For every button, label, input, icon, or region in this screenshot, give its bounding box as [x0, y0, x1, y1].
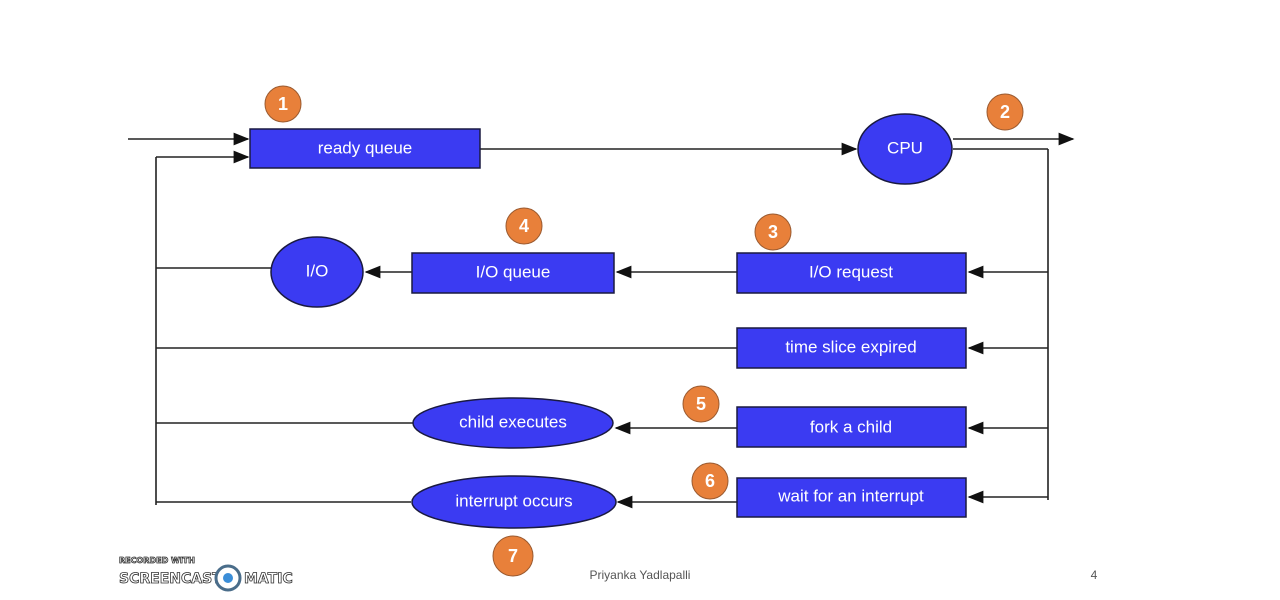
io-node: I/O: [270, 236, 364, 308]
badge-number: 6: [705, 471, 715, 491]
footer-page-number: 4: [1091, 568, 1098, 582]
badge-number: 2: [1000, 102, 1010, 122]
badge-number: 5: [696, 394, 706, 414]
cpu-node: CPU: [857, 113, 953, 185]
badge-5: 5: [682, 385, 720, 423]
ready-queue-label: ready queue: [318, 138, 413, 157]
badge-1: 1: [264, 85, 302, 123]
io-request-label: I/O request: [809, 262, 893, 281]
time-slice-label: time slice expired: [785, 337, 916, 356]
child-executes-label: child executes: [459, 412, 567, 431]
wait-interrupt-node: wait for an interrupt: [736, 477, 967, 518]
badge-4: 4: [505, 207, 543, 245]
watermark-dot-icon: [223, 573, 233, 583]
interrupt-occurs-node: interrupt occurs: [411, 475, 617, 529]
badge-7: 7: [492, 535, 534, 577]
io-label: I/O: [306, 261, 329, 280]
badge-number: 4: [519, 216, 529, 236]
time-slice-node: time slice expired: [736, 327, 967, 369]
watermark-text: RECORDED WITH: [119, 556, 195, 565]
screencast-watermark-logo: RECORDED WITH SCREENCAST MATIC: [119, 556, 293, 592]
cpu-label: CPU: [887, 138, 923, 157]
footer-author: Priyanka Yadlapalli: [590, 568, 691, 582]
io-queue-label: I/O queue: [476, 262, 551, 281]
io-queue-node: I/O queue: [411, 252, 615, 294]
interrupt-occurs-label: interrupt occurs: [455, 491, 572, 510]
badge-number: 1: [278, 94, 288, 114]
badge-number: 7: [508, 546, 518, 566]
io-request-node: I/O request: [736, 252, 967, 294]
badge-2: 2: [986, 93, 1024, 131]
wait-interrupt-label: wait for an interrupt: [777, 486, 924, 505]
badge-number: 3: [768, 222, 778, 242]
watermark-text: SCREENCAST: [119, 571, 222, 587]
watermark-text: MATIC: [244, 571, 293, 587]
fork-child-node: fork a child: [736, 406, 967, 448]
ready-queue-node: ready queue: [249, 128, 481, 169]
connectors: [128, 132, 1075, 509]
badge-3: 3: [754, 213, 792, 251]
fork-child-label: fork a child: [810, 417, 892, 436]
step-badges: 1 2 3 4 5 6 7: [264, 85, 1024, 577]
child-executes-node: child executes: [412, 397, 614, 449]
badge-6: 6: [691, 462, 729, 500]
